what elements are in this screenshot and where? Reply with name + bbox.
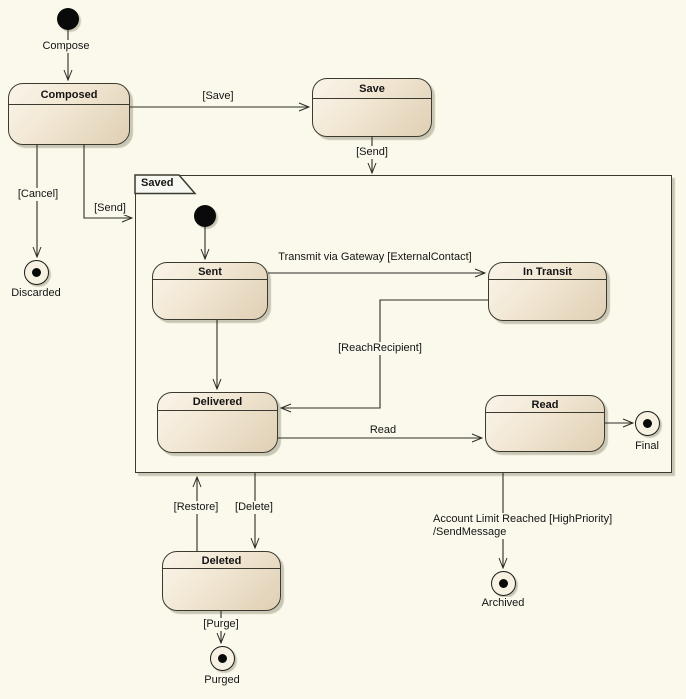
final-node-archived-icon[interactable] <box>491 571 516 596</box>
initial-node-saved-icon[interactable] <box>194 205 216 227</box>
transition-send-from-composed-label: [Send] <box>88 202 132 215</box>
transition-send-from-save-label: [Send] <box>347 146 397 159</box>
transition-compose-label: Compose <box>40 40 92 53</box>
composite-state-saved-label: Saved <box>141 177 174 189</box>
transition-account-limit-line2: /SendMessage <box>433 526 507 538</box>
node-purged-label: Purged <box>197 674 247 687</box>
transition-restore-label: [Restore] <box>166 501 226 514</box>
transition-account-limit-label: Account Limit Reached [HighPriority] /Se… <box>433 513 613 539</box>
transition-delete-label: [Delete] <box>227 501 281 514</box>
state-read-label: Read <box>486 396 604 413</box>
state-composed[interactable]: Composed <box>8 83 130 145</box>
tab-shape-icon <box>134 174 197 195</box>
state-save[interactable]: Save <box>312 78 432 137</box>
state-delivered-label: Delivered <box>158 393 277 411</box>
state-in-transit[interactable]: In Transit <box>488 262 607 321</box>
node-archived-label: Archived <box>478 597 528 610</box>
state-sent[interactable]: Sent <box>152 262 268 320</box>
transition-cancel-label: [Cancel] <box>13 188 63 201</box>
state-in-transit-label: In Transit <box>489 263 606 280</box>
state-read[interactable]: Read <box>485 395 605 452</box>
transition-transmit-label: Transmit via Gateway [ExternalContact] <box>275 251 475 264</box>
state-deleted-label: Deleted <box>163 552 280 569</box>
final-dot-icon <box>32 268 41 277</box>
node-discarded-label: Discarded <box>8 287 64 300</box>
state-deleted[interactable]: Deleted <box>162 551 281 611</box>
composite-state-saved-tab[interactable]: Saved <box>134 174 198 195</box>
state-save-label: Save <box>313 79 431 99</box>
final-node-discarded-icon[interactable] <box>24 260 49 285</box>
state-sent-label: Sent <box>153 263 267 280</box>
state-composed-label: Composed <box>9 84 129 105</box>
node-final-label: Final <box>632 440 662 453</box>
transition-account-limit-line1: Account Limit Reached [HighPriority] <box>433 513 613 525</box>
transition-save-label: [Save] <box>193 90 243 103</box>
initial-node-icon[interactable] <box>57 8 79 30</box>
final-node-purged-icon[interactable] <box>210 646 235 671</box>
final-dot-icon <box>499 579 508 588</box>
final-node-final-icon[interactable] <box>635 411 660 436</box>
transition-reach-recipient-label: [ReachRecipient] <box>334 342 426 355</box>
transition-purge-label: [Purge] <box>196 618 246 631</box>
final-dot-icon <box>643 419 652 428</box>
transition-read-label: Read <box>363 424 403 437</box>
state-delivered[interactable]: Delivered <box>157 392 278 453</box>
final-dot-icon <box>218 654 227 663</box>
